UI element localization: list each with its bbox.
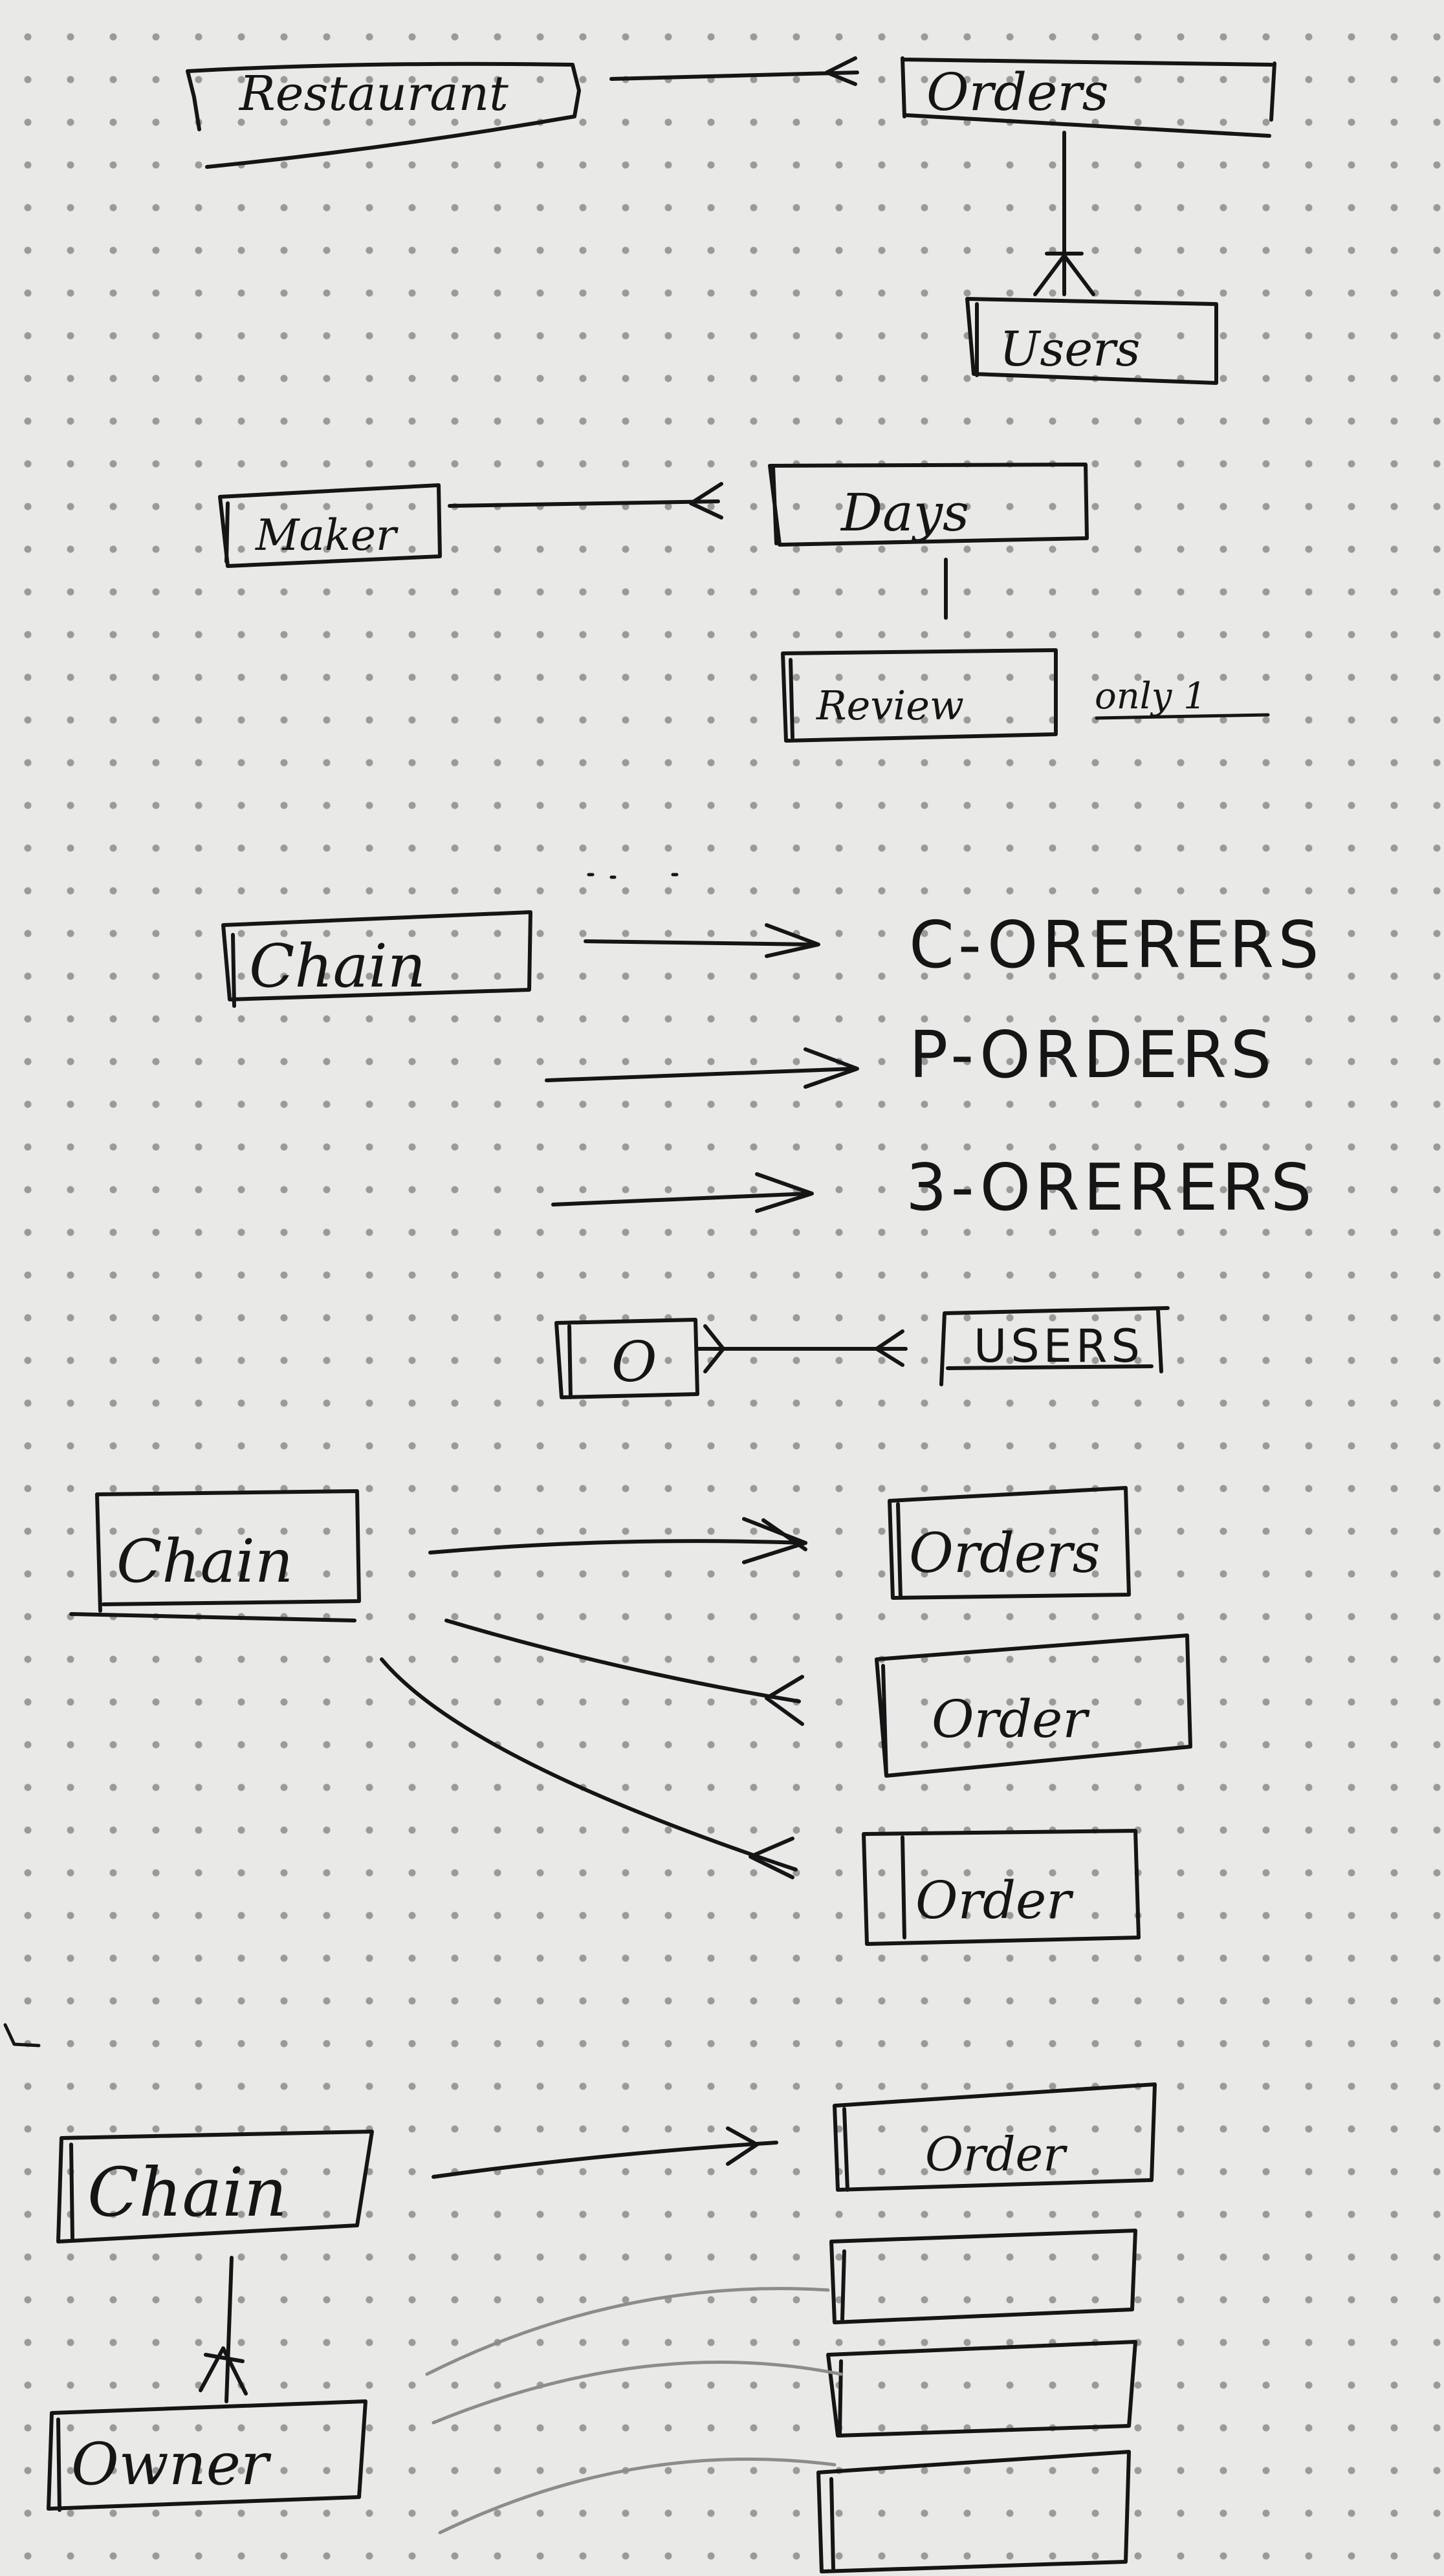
o-box: O (554, 1318, 699, 1399)
order-c-label: Order (925, 2127, 1067, 2181)
owner-box: Owner (47, 2399, 367, 2512)
order-type-p: P-ORDERS (909, 1017, 1275, 1093)
arrow-to-p-orders (545, 1047, 859, 1089)
margin-marks (3, 2023, 41, 2047)
chain-2-box: Chain (69, 1489, 361, 1622)
days-label: Days (840, 483, 969, 543)
order-type-c: C-ORERERS (909, 907, 1323, 983)
chain-3-box: Chain (56, 2130, 374, 2243)
order-a-box: Order (875, 1633, 1192, 1778)
empty-order-box-3 (816, 2450, 1131, 2573)
users-top-label: Users (1000, 322, 1140, 377)
orders-top-box: Orders (901, 56, 1276, 138)
stray-marks (587, 873, 679, 879)
chain-order-a-link (444, 1619, 804, 1726)
chain-order-c-link (432, 2126, 778, 2179)
days-box: Days (768, 463, 1089, 547)
restaurant-orders-link (609, 56, 859, 86)
chain-2-label: Chain (116, 1527, 293, 1596)
chain-1-box: Chain (221, 910, 532, 1008)
o-users-link (697, 1324, 908, 1373)
review-label: Review (816, 682, 964, 729)
order-b-box: Order (862, 1829, 1141, 1946)
orders-users-link (1033, 131, 1095, 296)
orders-mid-label: Orders (909, 1522, 1100, 1585)
restaurant-box: Restaurant (186, 61, 581, 169)
order-a-label: Order (932, 1689, 1090, 1749)
empty-order-box-1 (829, 2229, 1137, 2324)
order-b-label: Order (915, 1870, 1074, 1930)
order-c-box: Order (833, 2082, 1157, 2192)
faint-stack-lines (425, 2287, 843, 2535)
restaurant-label: Restaurant (238, 66, 509, 122)
users-mid-label: USERS (974, 1320, 1144, 1373)
maker-label: Maker (255, 510, 399, 560)
only-one-label: only 1 (1095, 675, 1207, 717)
chain-orders-link (428, 1517, 807, 1564)
arrow-to-3-orders (551, 1172, 814, 1213)
orders-mid-box: Orders (888, 1486, 1131, 1600)
chain-1-label: Chain (249, 932, 426, 1001)
owner-label: Owner (71, 2430, 272, 2498)
arrow-to-c-orders (584, 923, 820, 958)
maker-box: Maker (218, 483, 442, 568)
empty-order-box-2 (826, 2340, 1137, 2438)
orders-top-label: Orders (926, 62, 1109, 122)
o-label: O (611, 1330, 657, 1395)
users-top-box: Users (965, 297, 1218, 385)
review-box: Review (781, 648, 1058, 743)
chain-order-b-link (380, 1657, 798, 1879)
only-one-note: only 1 (1095, 675, 1270, 720)
users-mid-box: USERS (939, 1306, 1170, 1386)
order-type-3: 3-ORERERS (906, 1150, 1316, 1225)
maker-days-link (448, 482, 723, 519)
chain-owner-link (199, 2256, 248, 2403)
chain-3-label: Chain (87, 2153, 287, 2232)
